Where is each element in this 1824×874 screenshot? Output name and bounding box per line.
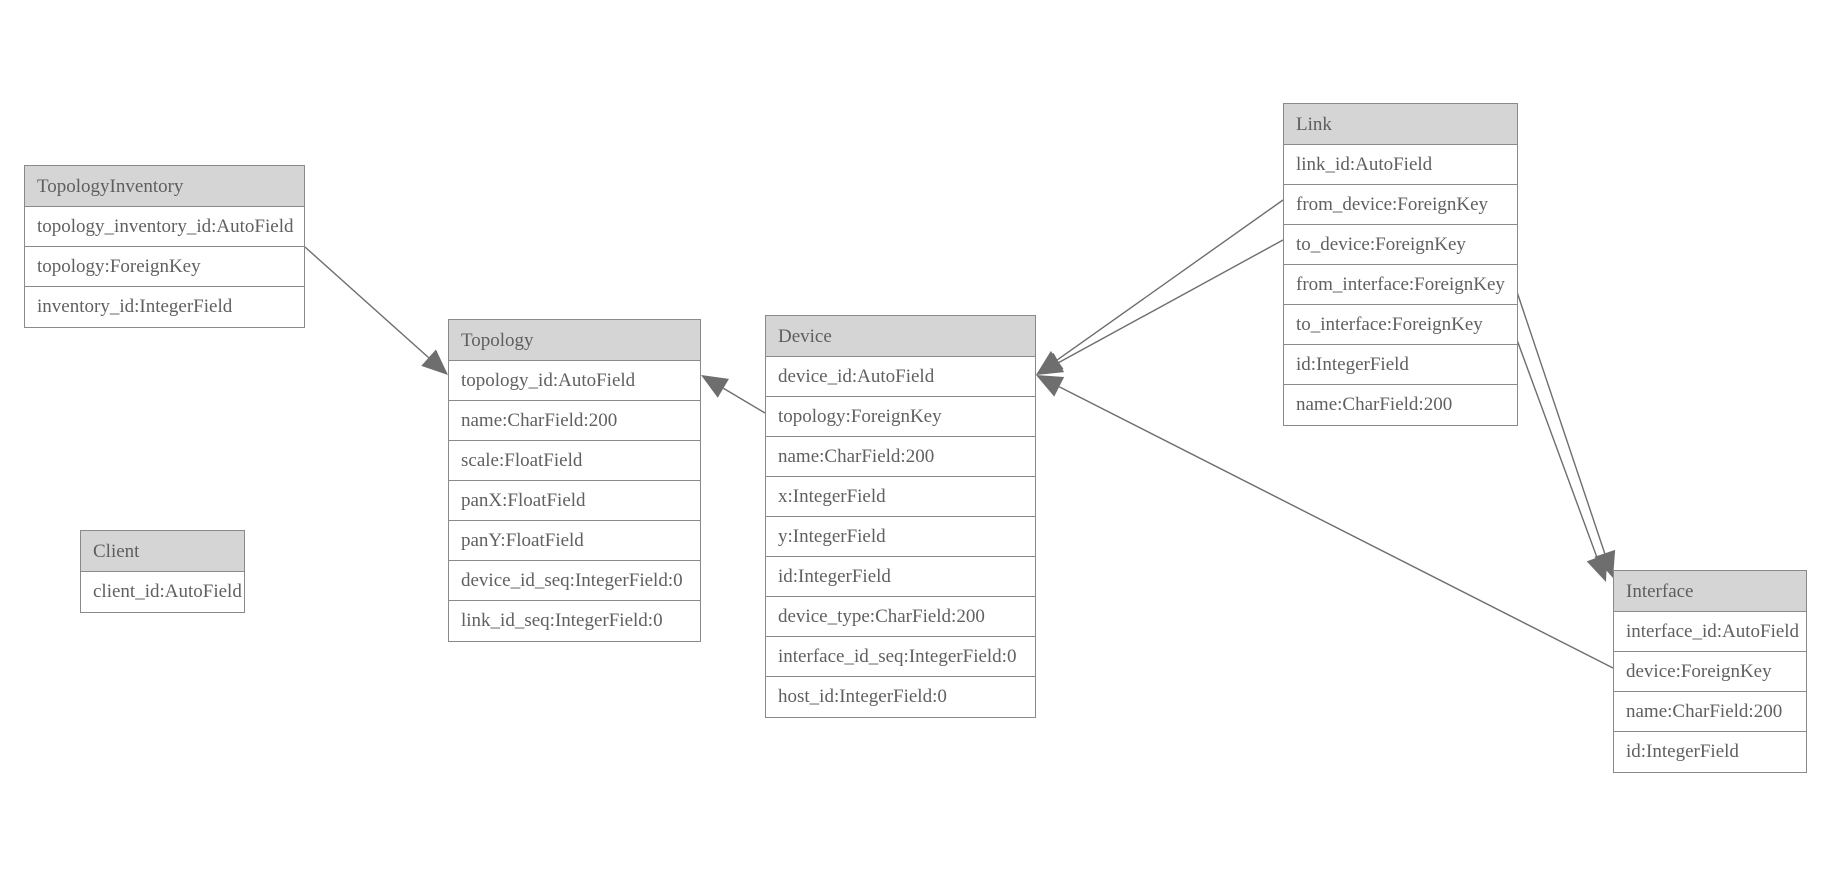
entity-title-device: Device bbox=[766, 316, 1035, 357]
relation-rel-link-to-interface bbox=[1505, 309, 1608, 582]
entity-field[interactable]: device_type:CharField:200 bbox=[766, 597, 1035, 637]
relation-arrowhead bbox=[1036, 375, 1065, 397]
entity-field[interactable]: topology_inventory_id:AutoField bbox=[25, 207, 304, 247]
entity-client[interactable]: Client client_id:AutoField bbox=[80, 530, 245, 613]
entity-field[interactable]: interface_id:AutoField bbox=[1614, 612, 1806, 652]
entity-field[interactable]: device_id:AutoField bbox=[766, 357, 1035, 397]
relation-line bbox=[1058, 386, 1614, 669]
entity-field[interactable]: y:IntegerField bbox=[766, 517, 1035, 557]
relation-line bbox=[1512, 279, 1606, 554]
entity-field[interactable]: host_id:IntegerField:0 bbox=[778, 686, 947, 707]
entity-title-link: Link bbox=[1284, 104, 1517, 145]
entity-field[interactable]: panX:FloatField bbox=[449, 481, 700, 521]
entity-field[interactable]: link_id:AutoField bbox=[1284, 145, 1517, 185]
entity-field[interactable]: topology:ForeignKey bbox=[25, 247, 304, 287]
entity-title-topology_inventory: TopologyInventory bbox=[25, 166, 304, 207]
relation-arrowhead bbox=[701, 375, 729, 398]
entity-field[interactable]: topology:ForeignKey bbox=[766, 397, 1035, 437]
relation-line bbox=[1058, 239, 1284, 364]
relation-rel-link-from-device bbox=[1036, 199, 1284, 375]
entity-field[interactable]: name:CharField:200 bbox=[1296, 394, 1453, 415]
relation-rel-link-from-interface bbox=[1512, 279, 1616, 578]
entity-title-client: Client bbox=[81, 531, 244, 572]
entity-field[interactable]: scale:FloatField bbox=[449, 441, 700, 481]
relation-arrowhead bbox=[1586, 553, 1608, 582]
entity-field[interactable]: link_id_seq:IntegerField:0 bbox=[461, 610, 663, 631]
entity-field[interactable]: device:ForeignKey bbox=[1614, 652, 1806, 692]
entity-field[interactable]: name:CharField:200 bbox=[766, 437, 1035, 477]
relation-line bbox=[1505, 309, 1598, 558]
entity-field[interactable]: name:CharField:200 bbox=[1614, 692, 1806, 732]
entity-field[interactable]: inventory_id:IntegerField bbox=[37, 296, 233, 317]
entity-field[interactable]: client_id:AutoField bbox=[93, 581, 242, 602]
relation-line bbox=[722, 387, 766, 414]
entity-field[interactable]: interface_id_seq:IntegerField:0 bbox=[766, 637, 1035, 677]
entity-field[interactable]: device_id_seq:IntegerField:0 bbox=[449, 561, 700, 601]
entity-field[interactable]: id:IntegerField bbox=[1626, 741, 1739, 762]
entity-field[interactable]: to_device:ForeignKey bbox=[1284, 225, 1517, 265]
entity-title-topology: Topology bbox=[449, 320, 700, 361]
entity-field[interactable]: to_interface:ForeignKey bbox=[1284, 305, 1517, 345]
entity-field[interactable]: id:IntegerField bbox=[766, 557, 1035, 597]
relation-rel-link-to-device bbox=[1036, 239, 1284, 375]
entity-field[interactable]: id:IntegerField bbox=[1284, 345, 1517, 385]
entity-field[interactable]: name:CharField:200 bbox=[449, 401, 700, 441]
relation-line bbox=[304, 246, 430, 359]
relation-arrowhead bbox=[1036, 350, 1064, 375]
entity-field[interactable]: panY:FloatField bbox=[449, 521, 700, 561]
relation-arrowhead bbox=[421, 349, 448, 375]
entity-title-interface: Interface bbox=[1614, 571, 1806, 612]
entity-field[interactable]: from_interface:ForeignKey bbox=[1284, 265, 1517, 305]
entity-field[interactable]: x:IntegerField bbox=[766, 477, 1035, 517]
relation-rel-topologyinventory-topology bbox=[304, 246, 448, 375]
relation-arrowhead bbox=[1036, 352, 1065, 375]
entity-field[interactable]: topology_id:AutoField bbox=[449, 361, 700, 401]
entity-field[interactable]: from_device:ForeignKey bbox=[1284, 185, 1517, 225]
relation-line bbox=[1056, 199, 1284, 361]
relation-rel-device-topology bbox=[701, 375, 766, 414]
